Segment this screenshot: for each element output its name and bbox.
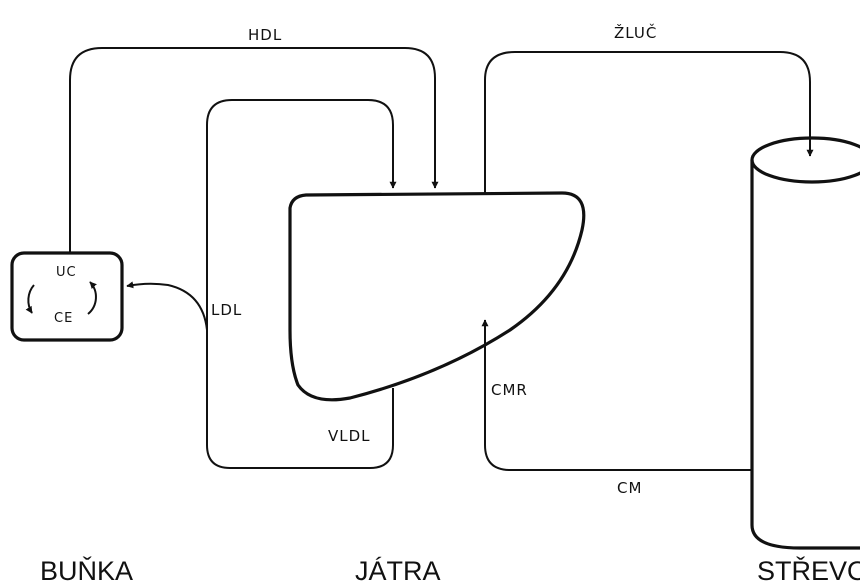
cm-label: CM [617,479,642,497]
cycle-arrow-right [88,282,96,314]
hdl-label: HDL [248,26,282,44]
intestine-cylinder [752,138,860,548]
vldl-label: VLDL [328,427,371,445]
cycle-arrow-left [28,285,34,313]
liver-shape [290,193,584,400]
caption-cell: BUŇKA [40,555,133,585]
cell-box: UC CE [12,253,122,340]
caption-intestine: STŘEVO [757,555,860,585]
zluc-label: ŽLUČ [614,23,657,42]
uc-label: UC [56,265,77,280]
ce-label: CE [54,311,73,326]
ldl-to-cell-arrow [127,284,207,330]
hdl-arrow [70,48,435,253]
caption-liver: JÁTRA [355,556,441,585]
cmr-label: CMR [491,381,528,399]
ldl-uptake-arrow [207,100,393,188]
vldl-loop-line [207,125,393,468]
ldl-label: LDL [211,301,242,319]
